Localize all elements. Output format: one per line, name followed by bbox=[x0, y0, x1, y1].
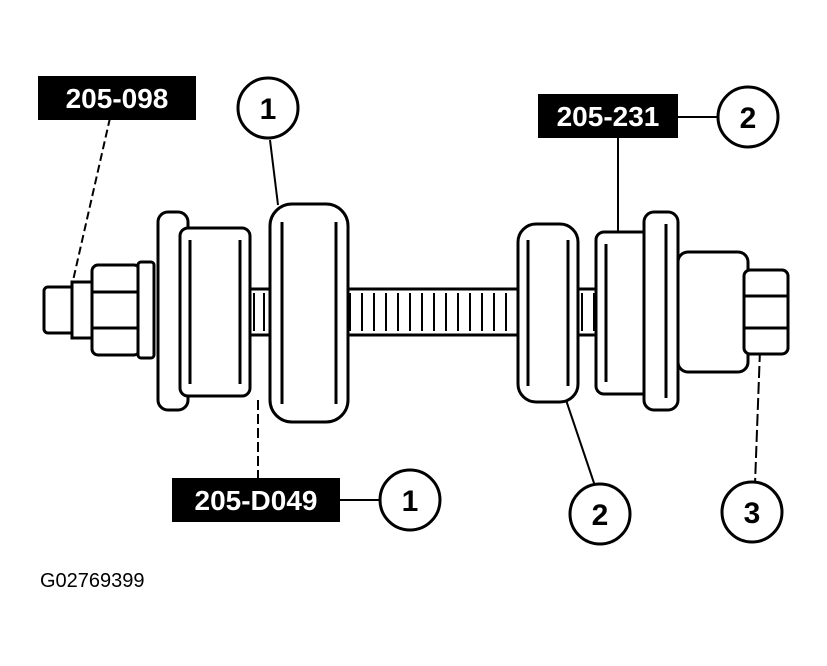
figure-id: G02769399 bbox=[40, 570, 145, 592]
tag-205-231: 205-231 bbox=[538, 94, 678, 138]
leader-lines bbox=[71, 116, 761, 501]
callout-1-top-text: 1 bbox=[260, 93, 277, 126]
tag-205-098-text: 205-098 bbox=[66, 83, 169, 114]
tag-205-D049: 205-D049 bbox=[172, 478, 340, 522]
leader-callout-1-top bbox=[269, 139, 279, 206]
callout-1-bottom-text: 1 bbox=[402, 485, 419, 518]
receiver-cup-205-231 bbox=[594, 210, 680, 412]
tag-205-231-text: 205-231 bbox=[557, 101, 660, 132]
tag-205-D049-text: 205-D049 bbox=[195, 485, 318, 516]
callout-2-bottom-text: 2 bbox=[592, 499, 609, 532]
callout-3-bottom: 3 bbox=[720, 480, 784, 544]
callout-1-bottom: 1 bbox=[378, 468, 442, 532]
spacer-disc-right bbox=[516, 222, 580, 404]
right-hex-nut bbox=[676, 250, 790, 374]
callout-2-top-text: 2 bbox=[740, 102, 757, 135]
receiver-cup-205-D049 bbox=[156, 210, 252, 412]
callout-2-top: 2 bbox=[716, 85, 780, 149]
left-bolt-end bbox=[42, 260, 156, 360]
leader-callout-3-bottom bbox=[754, 349, 761, 485]
callout-2-bottom: 2 bbox=[568, 482, 632, 546]
spacer-disc-left bbox=[268, 202, 350, 424]
leader-callout-2-bottom bbox=[565, 399, 596, 487]
tag-205-098: 205-098 bbox=[38, 76, 196, 120]
callout-3-bottom-text: 3 bbox=[744, 497, 761, 530]
callout-1-top: 1 bbox=[236, 76, 300, 140]
leader-205-098 bbox=[71, 117, 111, 286]
